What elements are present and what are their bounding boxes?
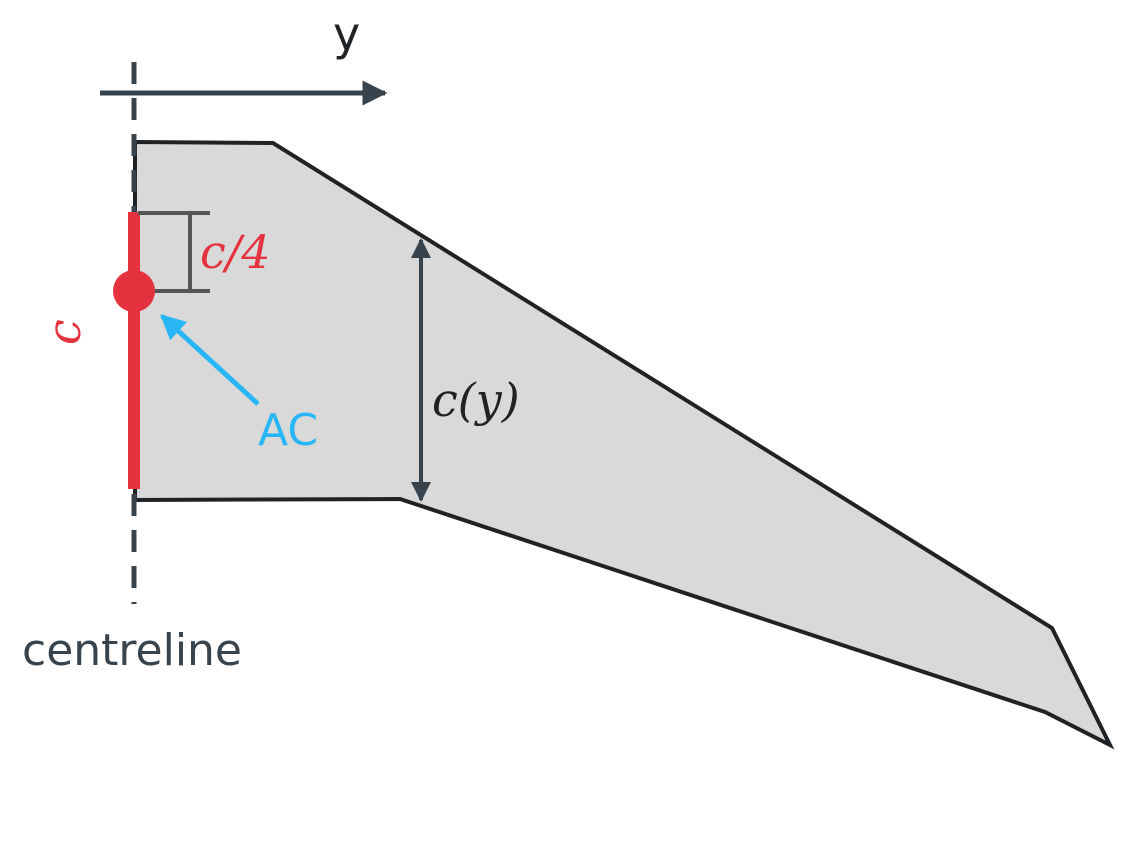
wing-planform	[133, 139, 1115, 750]
root-chord-label: c	[37, 319, 91, 345]
centreline-label: centreline	[22, 625, 242, 676]
y-axis-label: y	[333, 7, 360, 61]
quarter-chord-label: c/4	[200, 225, 271, 279]
aerodynamic-centre-dot	[113, 270, 155, 312]
ac-label: AC	[258, 405, 318, 456]
local-chord-label: c(y)	[432, 373, 520, 427]
ac-arrow	[160, 314, 260, 406]
